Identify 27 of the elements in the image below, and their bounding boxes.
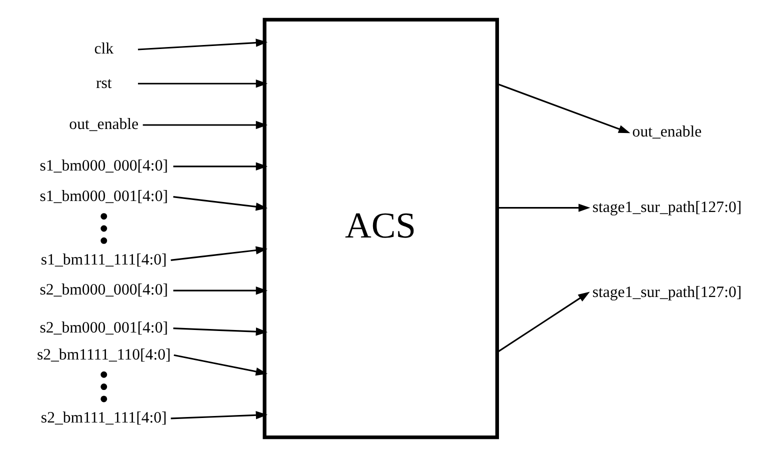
node-text: stage1_sur_path[127:0] <box>592 284 742 302</box>
node-text: s2_bm111_111[4:0] <box>40 410 166 427</box>
arrow <box>170 246 268 261</box>
node-text: clk <box>94 40 114 58</box>
arrow <box>170 411 268 420</box>
node-text: s2_bm000_001[4:0] <box>39 319 168 336</box>
node-text: out_enable <box>68 116 138 134</box>
arrow <box>496 292 590 354</box>
node-text: s2_bm000_000[4:0] <box>39 282 168 299</box>
node-text: s2_bm1111_110[4:0] <box>36 346 170 364</box>
arrow <box>137 80 268 88</box>
node-box: ACS <box>262 18 498 440</box>
arrow <box>496 82 630 134</box>
arrow <box>172 328 268 336</box>
arrow <box>172 286 268 295</box>
node-text: s1_bm000_000[4:0] <box>39 158 168 175</box>
arrow <box>172 162 268 170</box>
arrow <box>142 120 268 130</box>
node-text: stage1_sur_path[127:0] <box>592 198 742 216</box>
arrow <box>173 354 268 376</box>
arrow <box>172 196 268 211</box>
node-text: rst <box>95 74 112 92</box>
arrow <box>496 204 590 212</box>
arrow <box>137 38 268 50</box>
node-text: out_enable <box>632 123 702 140</box>
node-text: s1_bm000_001[4:0] <box>39 188 168 205</box>
node-text: s1_bm111_111[4:0] <box>40 251 166 268</box>
